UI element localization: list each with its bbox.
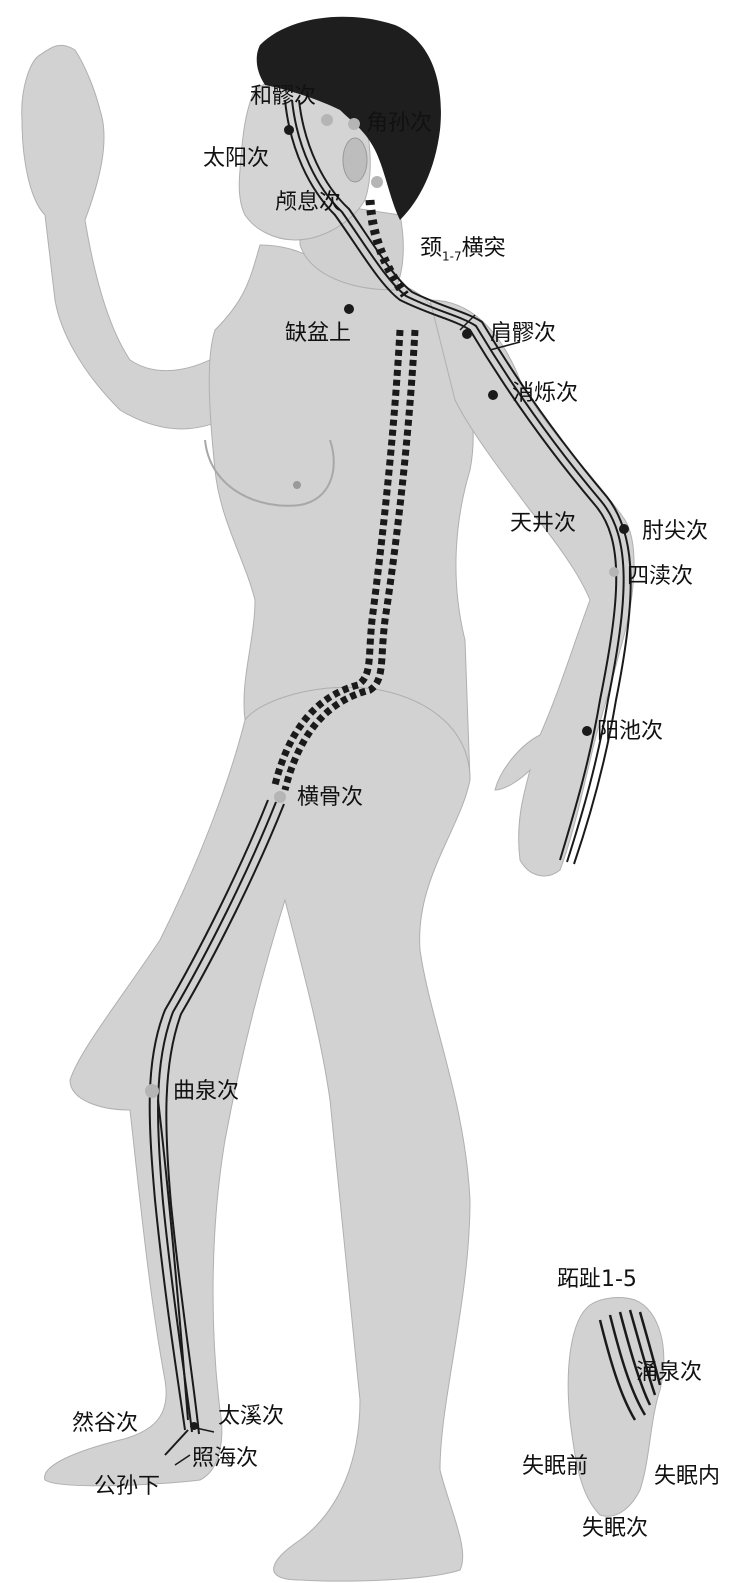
jing-range: 1-7 — [442, 249, 462, 263]
label-ran-gu-ci: 然谷次 — [72, 1412, 138, 1436]
label-xiao-luo-ci: 消烁次 — [512, 382, 578, 406]
label-si-du-ci: 四渎次 — [627, 565, 693, 589]
jiao-sun-point-a — [321, 114, 333, 126]
label-que-pen-shang: 缺盆上 — [285, 322, 351, 346]
label-zhou-jian-ci: 肘尖次 — [642, 520, 708, 544]
label-jiao-sun-ci: 角孙次 — [366, 112, 432, 136]
jing-prefix: 颈 — [420, 236, 442, 261]
label-qu-quan-ci: 曲泉次 — [173, 1080, 239, 1104]
label-shi-mian-qian: 失眠前 — [522, 1455, 588, 1479]
ear — [343, 138, 367, 182]
label-tai-yang-ci: 太阳次 — [203, 147, 269, 171]
label-tai-xi-ci: 太溪次 — [218, 1405, 284, 1429]
raised-arm — [22, 45, 240, 429]
jiao-sun-point-b — [348, 118, 360, 130]
label-jian-liao-ci: 肩髎次 — [490, 322, 556, 346]
label-heng-gu-ci: 横骨次 — [297, 786, 363, 810]
xiao-luo-point — [488, 390, 498, 400]
label-yong-quan-ci: 涌泉次 — [636, 1361, 702, 1385]
heng-tu-suffix: 横突 — [462, 236, 506, 261]
lu-xi-point — [371, 176, 383, 188]
heng-gu-point — [274, 791, 286, 803]
label-gong-sun-xia: 公孙下 — [94, 1475, 160, 1499]
label-tian-jing-ci: 天井次 — [510, 512, 576, 536]
he-liao-point — [284, 125, 294, 135]
sole-inset — [568, 1298, 664, 1517]
label-yang-chi-ci: 阳池次 — [597, 720, 663, 744]
jian-liao-point — [462, 329, 472, 339]
label-he-liao-ci: 和髎次 — [250, 85, 316, 109]
si-du-point — [609, 567, 619, 577]
label-zhi-zhi: 跖趾1-5 — [557, 1268, 637, 1292]
que-pen-point — [344, 304, 354, 314]
zhou-jian-point — [619, 524, 629, 534]
nipple — [293, 481, 301, 489]
label-jing-heng-tu: 颈1-7横突 — [420, 237, 506, 268]
label-shi-mian-ci: 失眠次 — [582, 1517, 648, 1541]
label-lu-xi-ci: 颅息次 — [275, 191, 341, 215]
qu-quan-point — [145, 1084, 159, 1098]
label-shi-mian-nei: 失眠内 — [654, 1465, 720, 1489]
label-zhao-hai-ci: 照海次 — [192, 1447, 258, 1471]
yang-chi-point — [582, 726, 592, 736]
